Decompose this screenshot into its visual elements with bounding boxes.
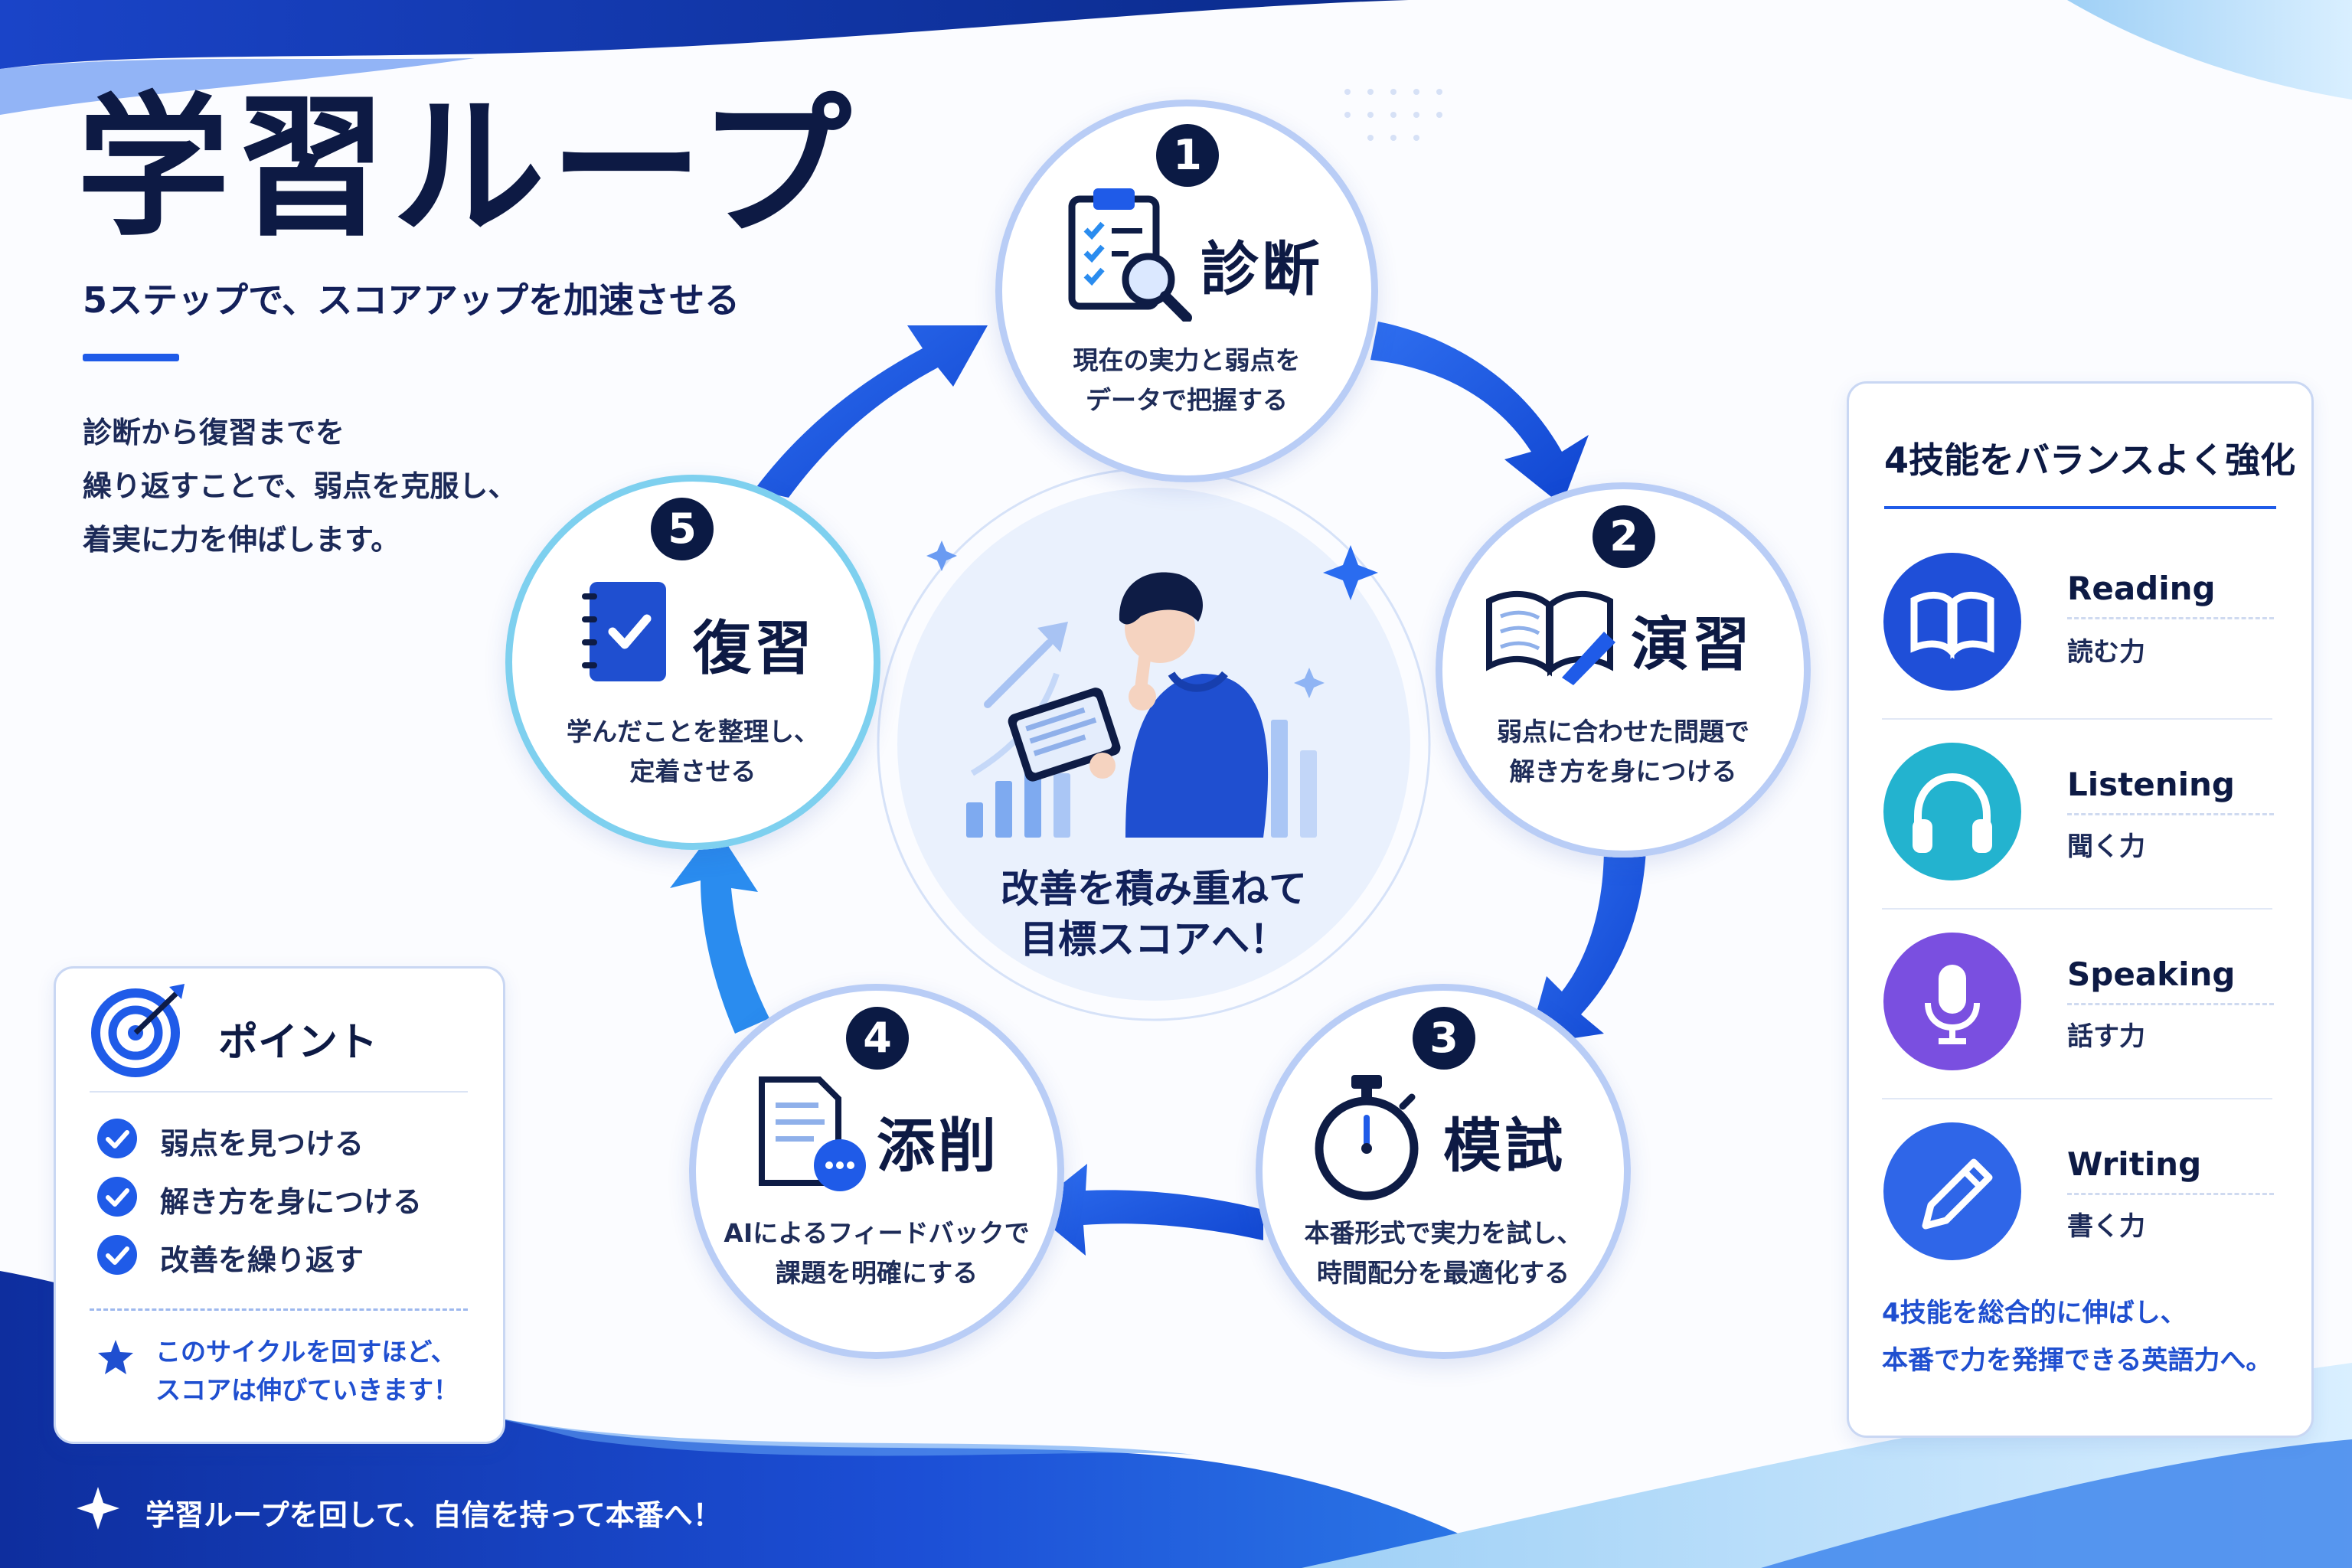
student-illustration (966, 572, 1317, 838)
step-desc-line: AIによるフィードバックで (724, 1218, 1030, 1248)
open-book-pen-icon (1486, 590, 1615, 685)
step-3-number: 3 (1413, 1007, 1475, 1070)
step-1-desc: 現在の実力と弱点を データで把握する (995, 341, 1378, 420)
skill-icon-circle (1883, 553, 2021, 691)
step-3-desc: 本番形式で実力を試し、 時間配分を最適化する (1256, 1214, 1631, 1293)
skill-icon-circle (1883, 933, 2021, 1070)
skill-name-en: Reading (2067, 570, 2216, 607)
skill-name-ja: 書く力 (2067, 1211, 2145, 1242)
star-icon (98, 1340, 133, 1374)
skill-name-ja: 聞く力 (2067, 831, 2145, 862)
clipboard-magnifier-icon (1068, 188, 1192, 322)
step-1-circle: 1 診断 現在の実力と弱点を データで把握する (995, 100, 1378, 482)
page-subtitle: 5ステップで、スコアアップを加速させる (83, 279, 740, 321)
notebook-check-icon (582, 582, 666, 681)
note-line: 本番で力を発揮できる英語力へ。 (1882, 1345, 2272, 1376)
book-icon (1910, 592, 1994, 659)
skill-name-en: Speaking (2067, 956, 2236, 993)
point-item: 改善を繰り返す (160, 1243, 364, 1277)
document-chat-icon (759, 1076, 866, 1191)
check-icon (97, 1177, 137, 1217)
step-5-number: 5 (651, 498, 714, 560)
skills-note: 4技能を総合的に伸ばし、 本番で力を発揮できる英語力へ。 (1882, 1289, 2272, 1384)
step-3-name: 模試 (1443, 1112, 1566, 1180)
headphones-icon (1913, 773, 1992, 853)
microphone-icon (1925, 965, 1980, 1044)
step-4-number: 4 (846, 1007, 909, 1070)
step-desc-line: 学んだことを整理し、 (567, 717, 819, 746)
step-5-circle: 5 復習 学んだことを整理し、 定着させる (505, 475, 880, 850)
point-title: ポイント (218, 1020, 378, 1066)
skill-icon-circle (1883, 1122, 2021, 1260)
step-desc-line: 定着させる (629, 756, 756, 786)
step-4-name: 添削 (877, 1112, 999, 1180)
sparkle-icon (77, 1487, 119, 1530)
intro-line: 着実に力を伸ばします。 (83, 523, 400, 557)
skills-title: 4技能をバランスよく強化 (1884, 439, 2296, 481)
step-4-circle: 4 添削 AIによるフィードバックで 課題を明確にする (689, 984, 1064, 1359)
step-1-name: 診断 (1200, 235, 1323, 303)
skill-icon-circle (1883, 743, 2021, 880)
skills-card: 4技能をバランスよく強化 (1847, 381, 2314, 1438)
skill-name-ja: 話す力 (2067, 1021, 2145, 1052)
step-2-number: 2 (1592, 505, 1655, 568)
note-line: 4技能を総合的に伸ばし、 (1882, 1298, 2187, 1328)
title-accent-line (83, 354, 179, 361)
note-line: スコアは伸びていきます！ (155, 1375, 459, 1405)
center-line: 改善を積み重ねて (1001, 867, 1307, 911)
step-desc-line: データで把握する (1086, 385, 1288, 415)
center-message: 改善を積み重ねて 目標スコアへ！ (903, 864, 1404, 965)
center-line: 目標スコアへ！ (1020, 917, 1288, 962)
step-5-desc: 学んだことを整理し、 定着させる (505, 712, 880, 792)
page-title: 学習ループ (77, 79, 857, 257)
skill-name-en: Writing (2067, 1145, 2202, 1183)
check-icon (97, 1119, 137, 1158)
skill-name-ja: 読む力 (2067, 637, 2145, 668)
intro-text: 診断から復習までを 繰り返すことで、弱点を克服し、 着実に力を伸ばします。 (83, 406, 517, 567)
pencil-icon (1922, 1158, 1993, 1230)
step-desc-line: 本番形式で実力を試し、 (1304, 1218, 1583, 1248)
intro-line: 診断から復習までを (83, 416, 345, 449)
point-card: ポイント 弱点を見つける 解き方を身につける 改善を繰り返す このサイクルを回す… (54, 966, 505, 1444)
step-desc-line: 解き方を身につける (1509, 756, 1737, 786)
step-3-circle: 3 模試 本番形式で実力を試し、 時間配分を最適化する (1256, 984, 1631, 1359)
point-note: このサイクルを回すほど、 スコアは伸びていきます！ (155, 1333, 459, 1410)
skill-name-en: Listening (2067, 766, 2235, 803)
step-2-desc: 弱点に合わせた問題で 解き方を身につける (1436, 712, 1811, 792)
step-1-number: 1 (1156, 124, 1219, 187)
check-icon (97, 1235, 137, 1275)
footer-message: 学習ループを回して、自信を持って本番へ！ (145, 1498, 722, 1532)
step-2-name: 演習 (1631, 610, 1753, 678)
step-4-desc: AIによるフィードバックで 課題を明確にする (689, 1214, 1064, 1293)
intro-line: 繰り返すことで、弱点を克服し、 (83, 469, 518, 503)
step-2-circle: 2 演習 弱点に合わせた問題で 解き方を身につける (1436, 482, 1811, 858)
point-item: 弱点を見つける (160, 1127, 364, 1161)
step-desc-line: 時間配分を最適化する (1317, 1258, 1570, 1288)
point-item: 解き方を身につける (160, 1185, 423, 1219)
step-desc-line: 弱点に合わせた問題で (1497, 717, 1749, 746)
step-5-name: 復習 (693, 614, 815, 682)
stopwatch-icon (1315, 1075, 1419, 1200)
step-desc-line: 課題を明確にする (775, 1258, 978, 1288)
target-icon (91, 984, 185, 1077)
skills-title-underline (1884, 506, 2276, 509)
note-line: このサイクルを回すほど、 (155, 1337, 456, 1367)
step-desc-line: 現在の実力と弱点を (1073, 345, 1301, 375)
dashed-divider (90, 1308, 468, 1311)
